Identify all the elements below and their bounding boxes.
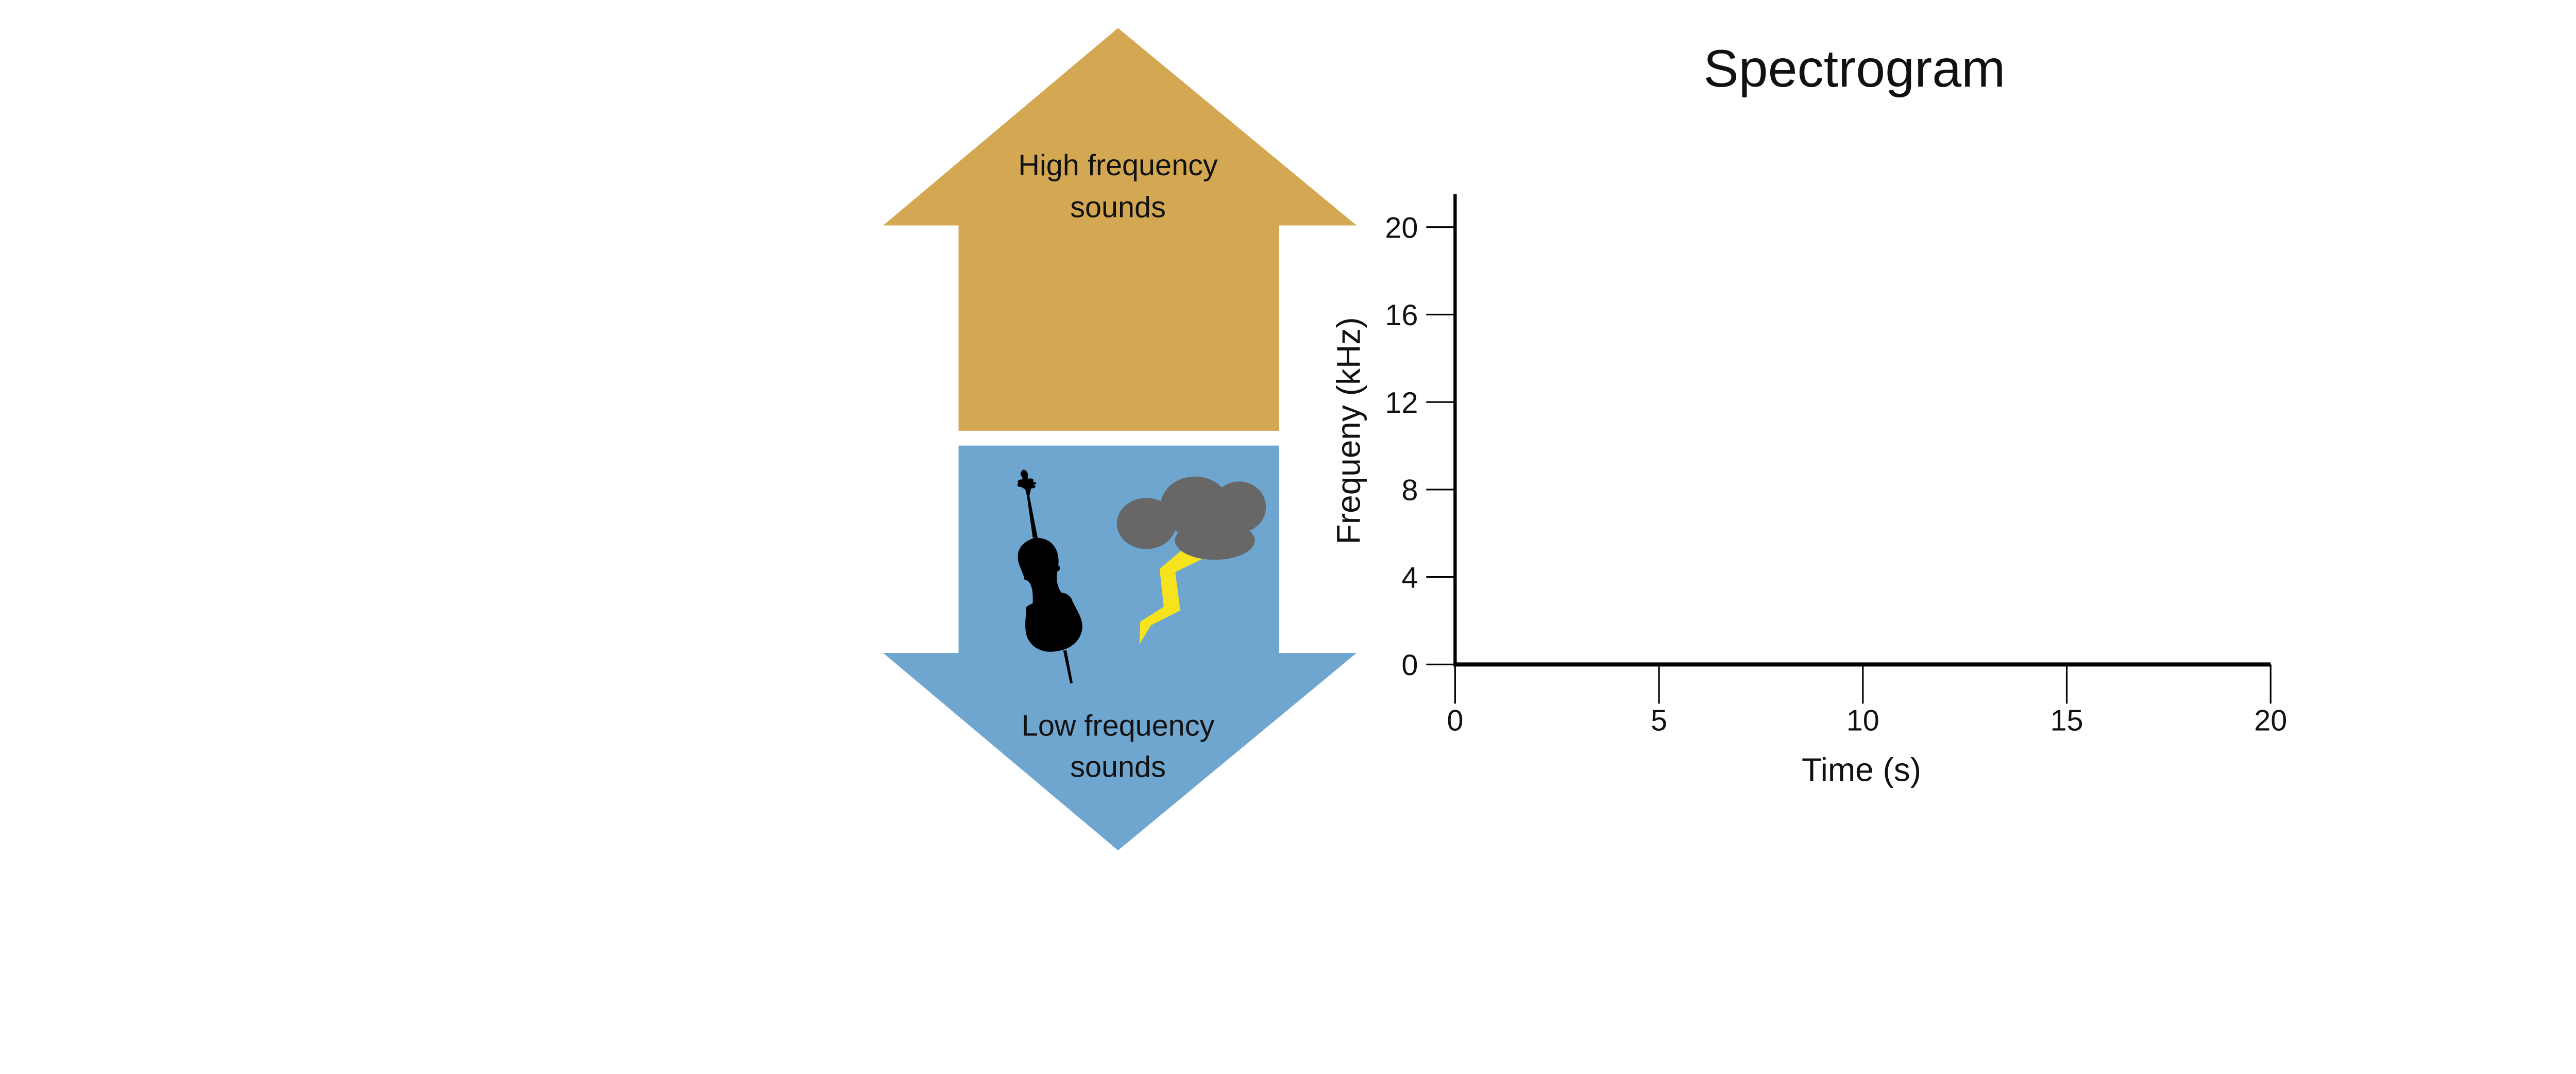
lightning-bolt-icon [1139,548,1204,645]
high-frequency-arrow [883,28,1357,431]
y-tick-label: 8 [1401,474,1418,507]
y-axis-label: Frequeny (kHz) [1330,317,1367,544]
storm-cloud-icon [1116,476,1266,645]
low-arrow-label-line2: sounds [1070,751,1166,784]
y-tick-label: 16 [1385,299,1418,332]
x-tick-label: 5 [1651,704,1667,737]
x-tick-label: 10 [1846,704,1879,737]
chart-title: Spectrogram [1703,39,2005,98]
x-axis-label: Time (s) [1802,751,1921,788]
x-tick-label: 20 [2254,704,2287,737]
low-arrow-label-line1: Low frequency [1022,710,1215,743]
y-tick-label: 12 [1385,387,1418,419]
y-tick-label: 20 [1385,212,1418,245]
x-tick-label: 0 [1447,704,1463,737]
low-frequency-arrow [883,445,1357,851]
diagram-canvas: High frequency sounds Low frequency soun… [883,28,2287,851]
high-arrow-label-line2: sounds [1070,191,1166,224]
y-tick-label: 4 [1401,561,1418,594]
x-tick-label: 15 [2050,704,2083,737]
y-tick-label: 0 [1401,649,1418,682]
cello-icon [1017,469,1082,684]
high-arrow-label-line1: High frequency [1018,149,1217,182]
